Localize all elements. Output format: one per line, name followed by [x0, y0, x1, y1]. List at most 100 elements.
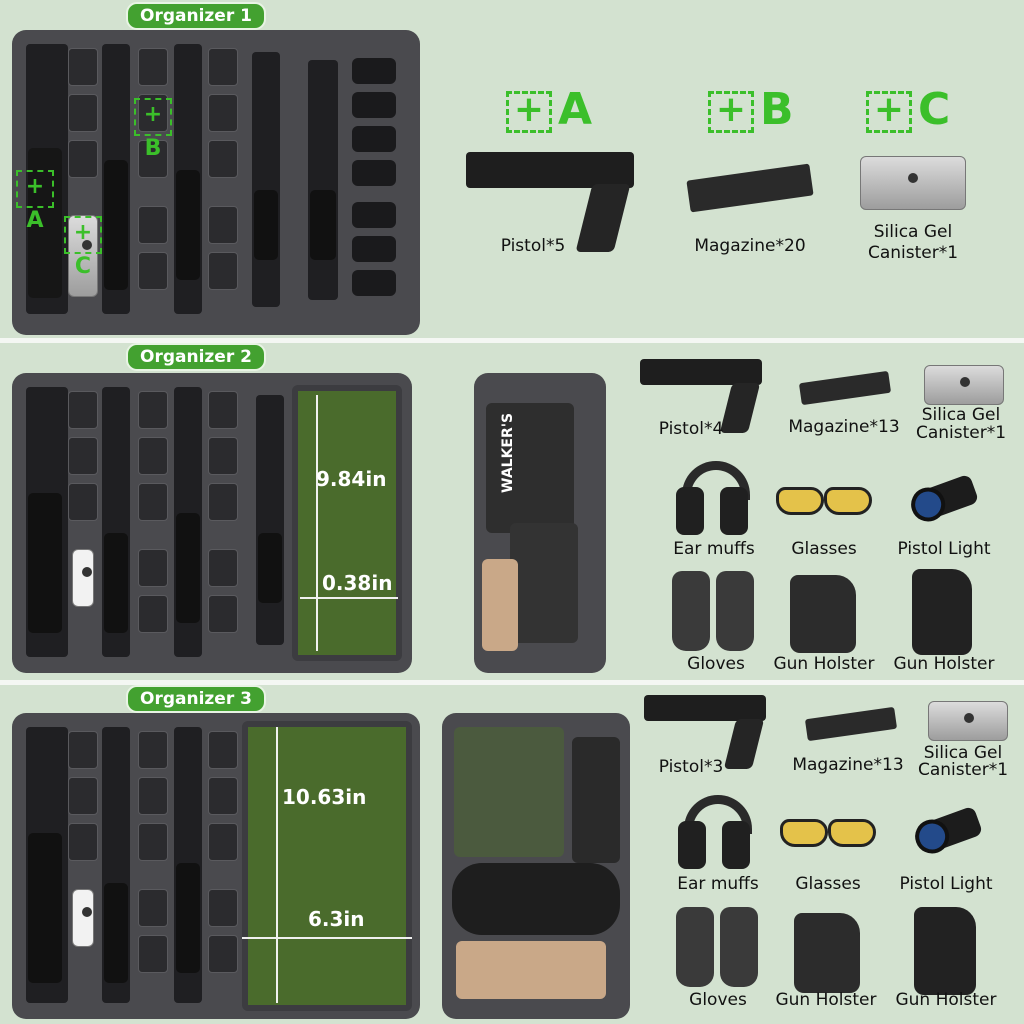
- glasses-image: [772, 481, 876, 521]
- silica-label-line1: Silica Gel: [873, 222, 953, 242]
- magazine-cell: [208, 94, 238, 132]
- magazine-cell: [138, 777, 168, 815]
- pouch-in-tray: [572, 737, 620, 863]
- gloves-label: Gloves: [689, 990, 747, 1010]
- pistol-slot: [308, 60, 338, 300]
- width-dimension-label: 0.38in: [322, 571, 393, 595]
- silica-canister: [72, 889, 94, 947]
- organizer-3-section: Organizer 3 10.63in 6.3in: [0, 685, 1024, 1024]
- gun-holster-image-2: [912, 569, 972, 655]
- organizer-1-section: Organizer 1 + A: [0, 0, 1024, 340]
- silica-gel-image: [860, 156, 966, 210]
- glasses-image: [776, 813, 880, 853]
- height-dimension-line: [316, 395, 318, 651]
- organizer-2-title: Organizer 2: [126, 343, 266, 371]
- pistol: [310, 190, 336, 260]
- magazine-image: [804, 706, 898, 742]
- magazine-cell: [138, 731, 168, 769]
- magazine-cell: [208, 823, 238, 861]
- magazine-cell: [68, 140, 98, 178]
- magazine-cell: [208, 731, 238, 769]
- pistol-slot: [256, 395, 284, 645]
- magazine-pad: [352, 92, 396, 118]
- silica-canister: [68, 215, 98, 297]
- silica-gel-image: [928, 701, 1008, 741]
- earmuffs-label: Ear muffs: [673, 539, 755, 559]
- marker-c-legend: C: [866, 88, 950, 133]
- pistol: [28, 493, 62, 633]
- earmuffs-in-tray: [454, 727, 564, 857]
- magazine-cell: [138, 483, 168, 521]
- magazine-cell: [138, 595, 168, 633]
- magazine-cell: [138, 437, 168, 475]
- pistol: [176, 863, 200, 973]
- glasses-label: Glasses: [791, 539, 857, 559]
- pistol: [104, 533, 128, 633]
- pistol-label: Pistol*3: [658, 757, 724, 777]
- magazine-cell: [68, 48, 98, 86]
- marker-b-legend: B: [708, 88, 794, 133]
- magazine-cell: [208, 391, 238, 429]
- silica-label-line2: Canister*1: [917, 760, 1009, 780]
- magazine-label: Magazine*20: [694, 236, 806, 256]
- pistol-label: Pistol*5: [500, 236, 566, 256]
- storage-compartment: [292, 385, 402, 661]
- width-dimension-line: [242, 937, 412, 939]
- gun-holster-label-1: Gun Holster: [773, 654, 875, 674]
- silica-label-line2: Canister*1: [867, 243, 959, 263]
- magazine-label: Magazine*13: [788, 417, 900, 437]
- glasses-label: Glasses: [795, 874, 861, 894]
- pistol-light-image: [910, 805, 984, 859]
- gun-holster-image-1: [790, 575, 856, 653]
- width-dimension-label: 6.3in: [308, 907, 365, 931]
- organizer-2-section: Organizer 2 9.84in 0.38in WALKER'S: [0, 343, 1024, 680]
- gun-holster-label-1: Gun Holster: [775, 990, 877, 1010]
- magazine-cell: [68, 391, 98, 429]
- marker-c-in-tray: + C: [64, 216, 102, 279]
- organizer-3-title: Organizer 3: [126, 685, 266, 713]
- magazine-cell: [138, 140, 168, 178]
- width-dimension-line: [300, 597, 398, 599]
- magazine-image: [686, 163, 814, 213]
- pistol: [176, 170, 200, 280]
- section-divider: [0, 338, 1024, 343]
- magazine-cell: [208, 483, 238, 521]
- magazine-pad: [352, 270, 396, 296]
- magazine-cell: [138, 48, 168, 86]
- pistol-image: [640, 357, 764, 437]
- glove-left-image: [672, 571, 710, 651]
- magazine-pad: [352, 126, 396, 152]
- silica-label-line2: Canister*1: [915, 423, 1007, 443]
- magazine-cell: [208, 252, 238, 290]
- organizer-3-tray: [12, 713, 420, 1019]
- magazine-cell: [208, 549, 238, 587]
- height-dimension-line: [276, 727, 278, 1003]
- magazine-pad: [352, 236, 396, 262]
- pistol: [258, 533, 282, 603]
- organizer-1-title: Organizer 1: [126, 2, 266, 30]
- magazine-cell: [138, 935, 168, 973]
- pistol: [254, 190, 278, 260]
- organizer-1-tray: + A + B + C: [12, 30, 420, 335]
- crosshair-icon: [866, 88, 912, 133]
- gloves-label: Gloves: [687, 654, 745, 674]
- earmuffs-label: Ear muffs: [677, 874, 759, 894]
- magazine-cell: [208, 140, 238, 178]
- glove-left-image: [676, 907, 714, 987]
- pistol-light-label: Pistol Light: [899, 874, 993, 894]
- silica-label-line1: Silica Gel: [921, 405, 1001, 425]
- magazine-cell: [138, 823, 168, 861]
- pistol-light-label: Pistol Light: [897, 539, 991, 559]
- magazine-pad: [352, 160, 396, 186]
- pistol-label: Pistol*4: [658, 419, 724, 439]
- magazine-cell: [68, 777, 98, 815]
- magazine-cell: [68, 823, 98, 861]
- organizer-3-side-tray: [442, 713, 630, 1019]
- magazine-cell: [138, 391, 168, 429]
- magazine-cell: [208, 48, 238, 86]
- marker-b-in-tray: + B: [134, 98, 172, 161]
- pistol: [28, 833, 62, 983]
- magazine-cell: [208, 935, 238, 973]
- glove-right-image: [716, 571, 754, 651]
- earmuffs-image: [678, 795, 758, 871]
